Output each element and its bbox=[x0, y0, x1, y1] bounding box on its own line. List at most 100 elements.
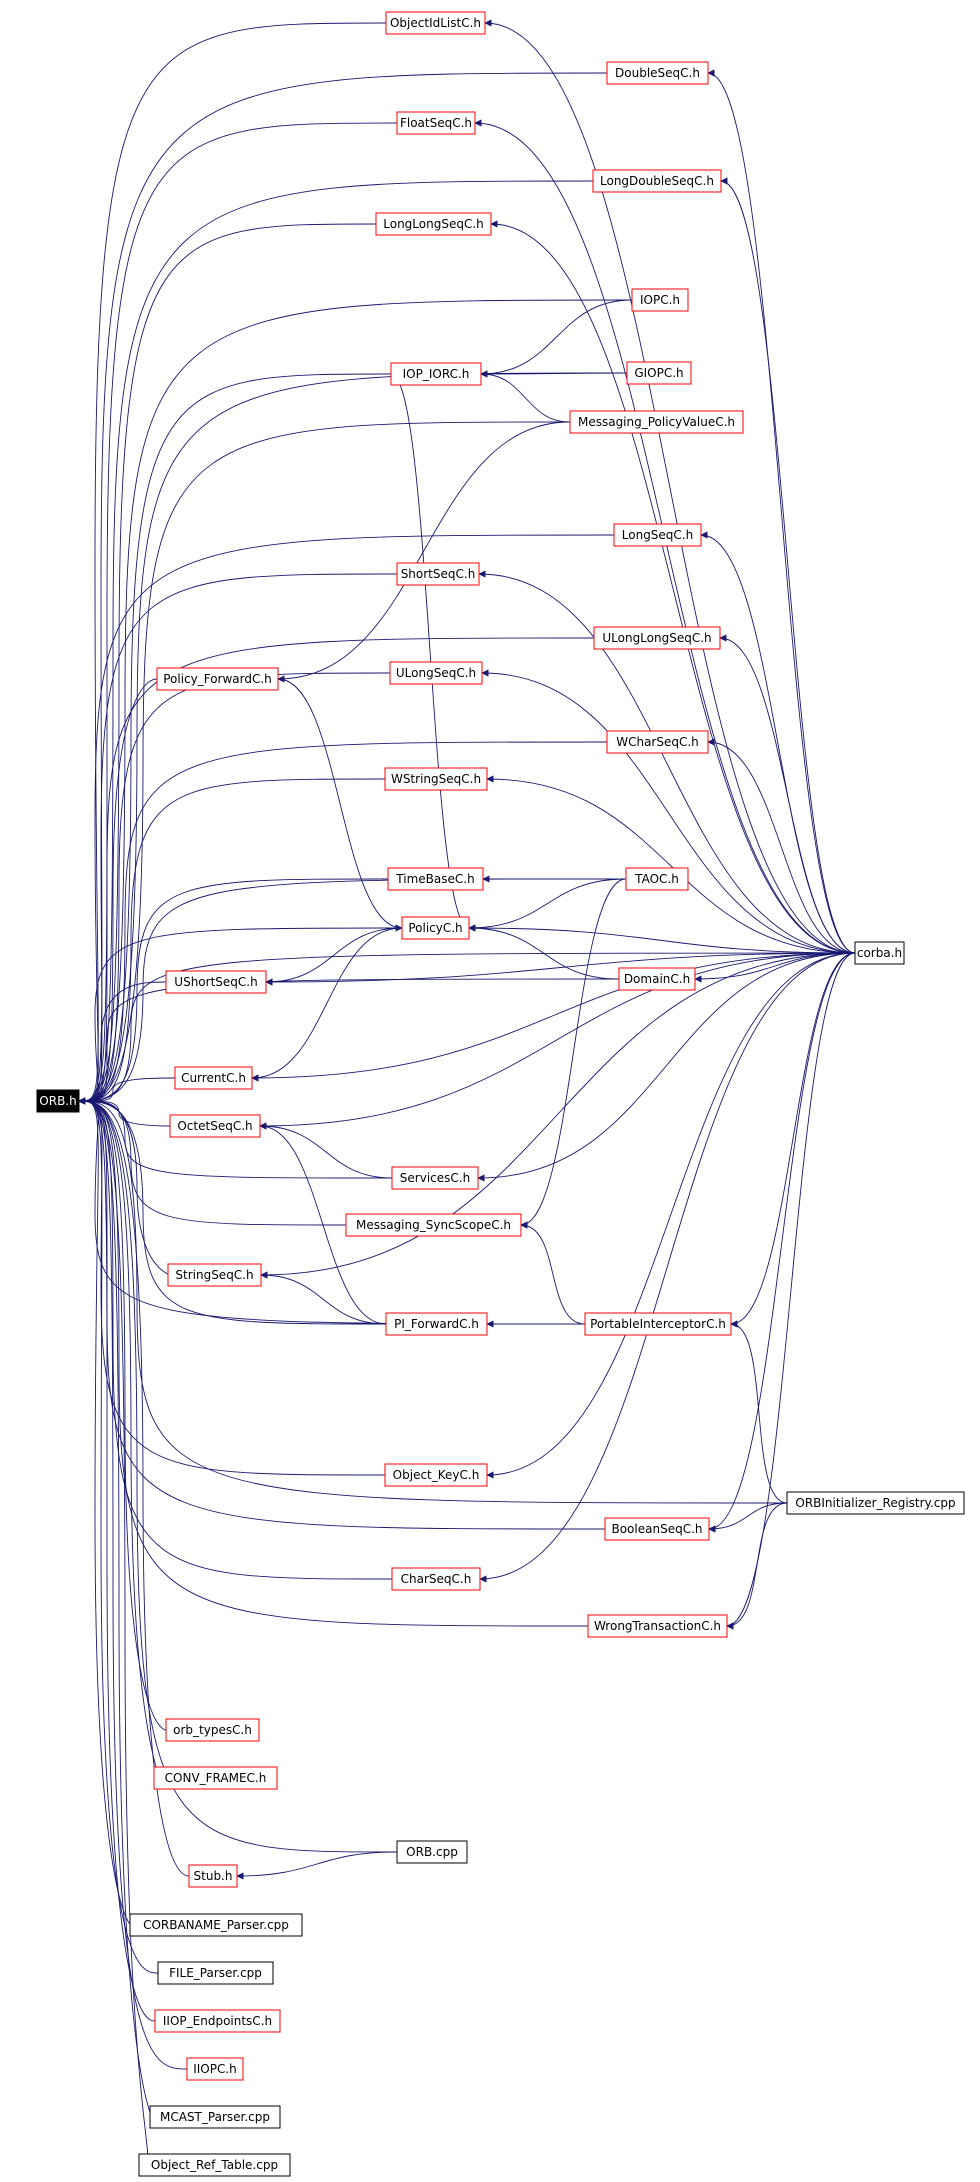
node-wrongtransaction[interactable]: WrongTransactionC.h bbox=[587, 1614, 728, 1638]
node-box bbox=[188, 1864, 238, 1888]
node-wstringseq[interactable]: WStringSeqC.h bbox=[384, 767, 488, 791]
node-giopc[interactable]: GIOPC.h bbox=[626, 361, 692, 385]
node-box bbox=[786, 1491, 965, 1515]
node-object-key[interactable]: Object_KeyC.h bbox=[384, 1463, 488, 1487]
node-ulongseq[interactable]: ULongSeqC.h bbox=[389, 661, 483, 685]
node-label: Messaging_PolicyValueC.h bbox=[578, 415, 735, 429]
edge-wstringseq-to-orb_h bbox=[78, 778, 386, 1105]
node-label: FILE_Parser.cpp bbox=[169, 1966, 262, 1980]
node-taoc[interactable]: TAOC.h bbox=[625, 867, 689, 891]
node-label: WCharSeqC.h bbox=[616, 735, 699, 749]
node-msg-syncscope[interactable]: Messaging_SyncScopeC.h bbox=[345, 1213, 522, 1237]
node-pi-forward[interactable]: PI_ForwardC.h bbox=[385, 1312, 488, 1336]
node-box bbox=[129, 1913, 303, 1937]
edge-iiopc-to-orb_h bbox=[78, 1097, 188, 2070]
node-domainc[interactable]: DomainC.h bbox=[618, 967, 696, 991]
node-box bbox=[174, 1066, 253, 1090]
node-longseq[interactable]: LongSeqC.h bbox=[613, 523, 702, 547]
node-label: IOPC.h bbox=[640, 293, 680, 307]
node-floatseq[interactable]: FloatSeqC.h bbox=[396, 111, 476, 135]
edge-corba-to-longseq bbox=[700, 531, 856, 954]
node-box bbox=[593, 626, 721, 650]
node-label: TAOC.h bbox=[634, 872, 679, 886]
node-mcast-parser[interactable]: MCAST_Parser.cpp bbox=[149, 2105, 281, 2129]
edge-booleanseq-to-orb_h bbox=[78, 1097, 606, 1530]
node-box bbox=[592, 169, 722, 193]
node-iop-iorc[interactable]: IOP_IORC.h bbox=[390, 362, 482, 386]
node-label: LongDoubleSeqC.h bbox=[600, 174, 714, 188]
node-corba[interactable]: corba.h bbox=[854, 941, 905, 965]
edge-ushortseq-to-orb_h bbox=[78, 981, 167, 1105]
node-label: ORB.h bbox=[39, 1094, 76, 1108]
node-stub[interactable]: Stub.h bbox=[188, 1864, 238, 1888]
node-box bbox=[391, 1567, 481, 1591]
node-msg-policyvalue[interactable]: Messaging_PolicyValueC.h bbox=[569, 410, 744, 434]
node-label: Policy_ForwardC.h bbox=[163, 672, 272, 686]
node-box bbox=[153, 1766, 278, 1790]
edge-corba-to-object_key bbox=[486, 952, 856, 1479]
node-shortseq[interactable]: ShortSeqC.h bbox=[396, 562, 480, 586]
edge-iopc-to-iop_iorc bbox=[480, 299, 633, 378]
node-timebase[interactable]: TimeBaseC.h bbox=[387, 867, 484, 891]
node-doubleseq[interactable]: DoubleSeqC.h bbox=[606, 61, 709, 85]
node-charseq[interactable]: CharSeqC.h bbox=[391, 1567, 481, 1591]
node-label: MCAST_Parser.cpp bbox=[160, 2110, 270, 2124]
node-label: WrongTransactionC.h bbox=[594, 1619, 721, 1633]
edge-taoc-to-msg_syncscope bbox=[520, 878, 627, 1229]
node-box bbox=[165, 1718, 260, 1742]
edge-corba-to-objectidlist bbox=[484, 19, 856, 954]
node-policy-forward[interactable]: Policy_ForwardC.h bbox=[156, 667, 279, 691]
node-wcharseq[interactable]: WCharSeqC.h bbox=[606, 730, 709, 754]
node-box bbox=[387, 867, 484, 891]
node-box bbox=[385, 11, 486, 35]
node-octetseq[interactable]: OctetSeqC.h bbox=[169, 1114, 261, 1138]
node-orb-cpp[interactable]: ORB.cpp bbox=[396, 1840, 468, 1864]
node-box bbox=[375, 212, 492, 236]
node-currentc[interactable]: CurrentC.h bbox=[174, 1066, 253, 1090]
node-stringseq[interactable]: StringSeqC.h bbox=[167, 1263, 262, 1287]
edge-corba-to-longdoubleseq bbox=[720, 177, 856, 954]
edge-corba-to-ulongseq bbox=[481, 669, 856, 954]
node-label: Object_KeyC.h bbox=[393, 1468, 480, 1482]
node-box bbox=[138, 2153, 291, 2177]
node-label: PolicyC.h bbox=[408, 921, 462, 935]
node-orb-typesc[interactable]: orb_typesC.h bbox=[165, 1718, 260, 1742]
node-longlongseq[interactable]: LongLongSeqC.h bbox=[375, 212, 492, 236]
node-conv-frame[interactable]: CONV_FRAMEC.h bbox=[153, 1766, 278, 1790]
node-box bbox=[587, 1614, 728, 1638]
edge-orb_cpp-to-orb_h bbox=[78, 1097, 398, 1853]
node-orbinit-registry[interactable]: ORBInitializer_Registry.cpp bbox=[786, 1491, 965, 1515]
node-policyc[interactable]: PolicyC.h bbox=[401, 916, 470, 940]
node-booleanseq[interactable]: BooleanSeqC.h bbox=[604, 1517, 710, 1541]
node-iiopc[interactable]: IIOPC.h bbox=[186, 2057, 244, 2081]
node-iiop-endpoints[interactable]: IIOP_EndpointsC.h bbox=[154, 2009, 281, 2033]
node-objectidlist[interactable]: ObjectIdListC.h bbox=[385, 11, 486, 35]
node-label: FloatSeqC.h bbox=[400, 116, 472, 130]
node-label: ShortSeqC.h bbox=[401, 567, 476, 581]
node-label: StringSeqC.h bbox=[175, 1268, 253, 1282]
node-servicesc[interactable]: ServicesC.h bbox=[391, 1166, 479, 1190]
node-object-ref-table[interactable]: Object_Ref_Table.cpp bbox=[138, 2153, 291, 2177]
node-box bbox=[625, 867, 689, 891]
node-iopc[interactable]: IOPC.h bbox=[631, 288, 689, 312]
edge-policy_forward-to-policyc bbox=[277, 678, 403, 932]
node-label: BooleanSeqC.h bbox=[611, 1522, 702, 1536]
node-ushortseq[interactable]: UShortSeqC.h bbox=[165, 970, 267, 994]
node-box bbox=[384, 1463, 488, 1487]
node-orb-h[interactable]: ORB.h bbox=[36, 1089, 80, 1113]
node-portableinterceptor[interactable]: PortableInterceptorC.h bbox=[584, 1312, 732, 1336]
node-box bbox=[385, 1312, 488, 1336]
edge-timebase-to-orb_h bbox=[78, 878, 389, 1105]
edge-longseq-to-orb_h bbox=[78, 534, 615, 1105]
node-corbaname-parser[interactable]: CORBANAME_Parser.cpp bbox=[129, 1913, 303, 1937]
node-ulonglongseq[interactable]: ULongLongSeqC.h bbox=[593, 626, 721, 650]
node-box bbox=[606, 61, 709, 85]
node-label: ORB.cpp bbox=[406, 1845, 458, 1859]
node-label: CharSeqC.h bbox=[401, 1572, 472, 1586]
node-box bbox=[36, 1089, 80, 1113]
edge-wcharseq-to-orb_h bbox=[78, 741, 608, 1105]
node-longdoubleseq[interactable]: LongDoubleSeqC.h bbox=[592, 169, 722, 193]
node-file-parser[interactable]: FILE_Parser.cpp bbox=[157, 1961, 274, 1985]
node-box bbox=[618, 967, 696, 991]
node-box bbox=[165, 970, 267, 994]
